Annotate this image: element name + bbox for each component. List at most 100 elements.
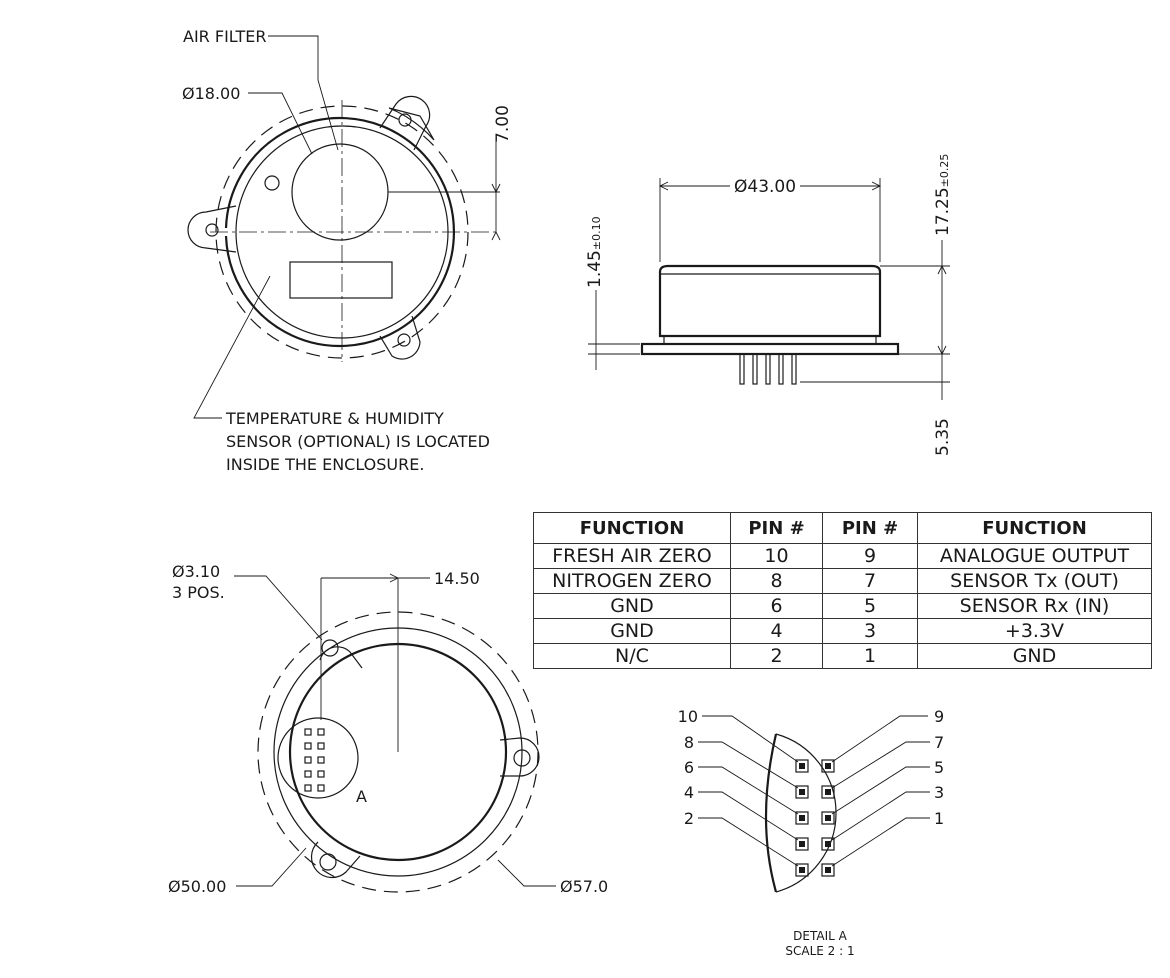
leader-pin-4 <box>698 791 799 841</box>
sensor-note-line-1: TEMPERATURE & HUMIDITY <box>225 409 444 428</box>
bottom-view-hole-top <box>321 639 339 657</box>
leader-pin-8 <box>698 741 799 789</box>
diameter-arrow-right <box>871 181 882 191</box>
detail-a-marker: A <box>356 787 367 806</box>
diameter-arrow-left <box>658 181 669 191</box>
top-view-tab-upper-right <box>388 107 435 141</box>
pin <box>739 353 745 385</box>
bottom-view-tab-bottom <box>310 841 361 879</box>
table-cell: N/C <box>533 643 731 669</box>
pad-1 <box>821 863 835 877</box>
pad-5 <box>821 811 835 825</box>
table-cell: 3 <box>822 618 918 644</box>
pin-length-dim: 5.35 <box>933 418 953 456</box>
table-header: FUNCTION <box>533 512 731 544</box>
pad-fill <box>799 841 805 847</box>
side-view-base-plate <box>640 342 900 356</box>
detail-a-callout-circle <box>277 717 359 799</box>
pad-9 <box>821 759 835 773</box>
hole-count-label: 3 POS. <box>172 583 225 602</box>
pad-2 <box>795 863 809 877</box>
pad-7 <box>821 785 835 799</box>
pin <box>765 353 771 385</box>
pad-6 <box>795 811 809 825</box>
table-cell: GND <box>917 643 1152 669</box>
height-arrow-bottom <box>937 345 947 356</box>
sensor-note-leader <box>193 275 271 419</box>
side-view: Ø43.00 1.45±0.10 17.25±0.25 5.35 <box>585 154 953 456</box>
pin <box>317 756 325 764</box>
detail-a-boundary <box>775 733 837 893</box>
pin-offset-label: 14.50 <box>434 569 480 588</box>
table-row: NITROGEN ZERO 8 7 SENSOR Tx (OUT) <box>533 568 1152 594</box>
pad-fill <box>825 789 831 795</box>
detail-left-pin-label: 4 <box>684 783 694 802</box>
label-window <box>289 261 393 299</box>
height-value: 17.25 <box>933 187 953 236</box>
table-cell: NITROGEN ZERO <box>533 568 731 594</box>
pin-function-table: FUNCTION PIN # PIN # FUNCTION FRESH AIR … <box>533 512 1152 669</box>
side-view-body <box>658 264 882 338</box>
leader-pin-1 <box>831 817 930 867</box>
detail-right-pin-label: 1 <box>934 809 944 828</box>
table-cell: 7 <box>822 568 918 594</box>
pin <box>791 353 797 385</box>
detail-left-pin-label: 6 <box>684 758 694 777</box>
detail-a-view: 10 8 6 4 2 9 7 5 3 1 DETAIL A SCALE 2 : … <box>678 707 945 958</box>
leader-pin-10 <box>702 715 799 763</box>
table-cell: GND <box>533 618 731 644</box>
pin <box>752 353 758 385</box>
detail-a-pin-pads <box>795 759 835 877</box>
detail-right-pin-label: 9 <box>934 707 944 726</box>
table-cell: 10 <box>730 543 823 569</box>
pin <box>304 742 312 750</box>
pad-fill <box>799 789 805 795</box>
table-cell: GND <box>533 593 731 619</box>
filter-diameter-label: Ø18.00 <box>182 84 240 103</box>
sensor-note-line-3: INSIDE THE ENCLOSURE. <box>226 455 424 474</box>
leader-pin-9 <box>831 715 928 763</box>
pad-fill <box>825 867 831 873</box>
table-cell: FRESH AIR ZERO <box>533 543 731 569</box>
bottom-view: A 14.50 Ø3.10 3 POS. Ø50.00 Ø57.0 <box>168 562 608 896</box>
height-tolerance: ±0.25 <box>938 154 951 188</box>
bottom-view-pin-grid <box>304 728 325 792</box>
leader-pin-3 <box>831 791 930 841</box>
pin-offset-arrow <box>389 573 400 583</box>
top-view-tab-bottom <box>379 315 421 360</box>
pin <box>317 770 325 778</box>
table-header: FUNCTION <box>917 512 1152 544</box>
pin <box>317 742 325 750</box>
pin <box>317 784 325 792</box>
pad-fill <box>825 815 831 821</box>
air-filter-circle <box>291 143 389 241</box>
side-view-pins <box>739 353 797 385</box>
table-header: PIN # <box>730 512 823 544</box>
filter-diameter-leader <box>248 92 313 155</box>
table-row: FRESH AIR ZERO 10 9 ANALOGUE OUTPUT <box>533 543 1152 569</box>
sensor-note-line-2: SENSOR (OPTIONAL) IS LOCATED <box>226 432 490 451</box>
table-cell: SENSOR Tx (OUT) <box>917 568 1152 594</box>
hole-leader <box>234 575 323 641</box>
detail-right-pin-label: 5 <box>934 758 944 777</box>
height-dim: 17.25±0.25 <box>933 154 953 236</box>
table-row: N/C 2 1 GND <box>533 643 1152 669</box>
top-view-tab-top <box>379 95 431 151</box>
top-offset-dim-label: 7.00 <box>493 105 513 143</box>
detail-left-pin-label: 10 <box>678 707 698 726</box>
detail-right-pin-label: 3 <box>934 783 944 802</box>
side-view-feet <box>663 336 877 344</box>
detail-left-pin-label: 8 <box>684 733 694 752</box>
base-thickness-dim: 1.45±0.10 <box>585 216 605 288</box>
pad-10 <box>795 759 809 773</box>
detail-left-pin-label: 2 <box>684 809 694 828</box>
base-thickness-tolerance: ±0.10 <box>590 216 603 250</box>
pin <box>317 728 325 736</box>
top-view-hole-top <box>398 113 412 127</box>
pin <box>304 770 312 778</box>
pad-3 <box>821 837 835 851</box>
table-header: PIN # <box>822 512 918 544</box>
leader-pin-6 <box>698 766 799 815</box>
air-filter-leader <box>268 35 339 151</box>
